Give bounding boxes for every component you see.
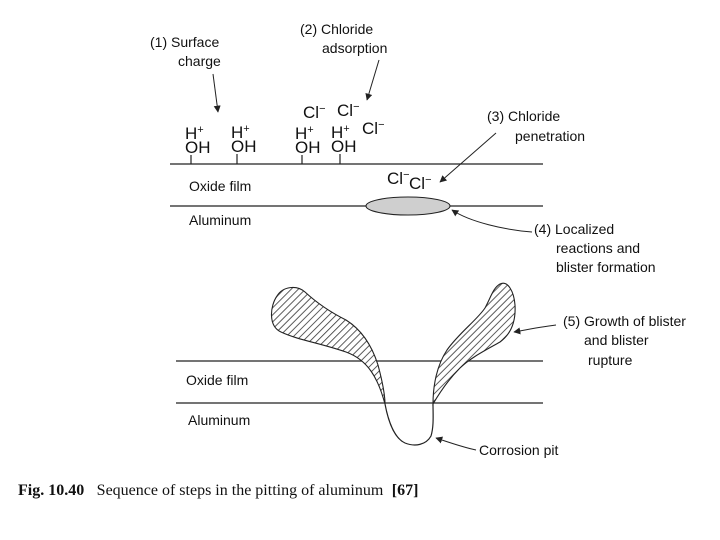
- chloride-ion: Cl−: [409, 174, 432, 193]
- step4-label-line3: blister formation: [556, 259, 656, 275]
- step1-label-line2: charge: [178, 53, 221, 69]
- ion-group-1: H+ OH: [185, 124, 211, 164]
- step4-arrow: [452, 210, 532, 232]
- svg-text:OH: OH: [331, 137, 357, 156]
- blister: [366, 197, 450, 215]
- ion-group-4: H+ OH: [331, 123, 357, 164]
- svg-text:OH: OH: [185, 138, 211, 157]
- corrosion-pit-arrow: [436, 438, 476, 450]
- aluminum-label: Aluminum: [189, 212, 251, 228]
- blister-right-lobe: [433, 283, 515, 404]
- step1-label-line1: (1) Surface: [150, 34, 219, 50]
- corrosion-pit-outline: [385, 404, 433, 445]
- step5-label-line2: and blister: [584, 332, 649, 348]
- svg-text:OH: OH: [231, 137, 257, 156]
- corrosion-pit-label: Corrosion pit: [479, 442, 558, 458]
- step5-arrow: [514, 325, 556, 332]
- chloride-ion: Cl−: [337, 101, 360, 120]
- step3-label-line2: penetration: [515, 128, 585, 144]
- oxide-film-label: Oxide film: [189, 178, 251, 194]
- figure-caption: Fig. 10.40 Sequence of steps in the pitt…: [18, 482, 418, 499]
- ion-group-3: H+ OH: [295, 124, 321, 164]
- caption-text: Sequence of steps in the pitting of alum…: [97, 482, 384, 499]
- blister-left-lobe: [271, 287, 385, 404]
- svg-text:OH: OH: [295, 138, 321, 157]
- step3-label-line1: (3) Chloride: [487, 108, 560, 124]
- step4-label-line2: reactions and: [556, 240, 640, 256]
- chloride-ion: Cl−: [362, 119, 385, 138]
- caption-ref: [67]: [392, 482, 419, 499]
- step2-arrow: [367, 60, 379, 100]
- oxide-film-label-2: Oxide film: [186, 372, 248, 388]
- ion-group-2: H+ OH: [231, 123, 257, 164]
- chloride-ion: Cl−: [303, 103, 326, 122]
- step3-arrow: [440, 133, 496, 182]
- step2-label-line2: adsorption: [322, 40, 387, 56]
- chloride-ion: Cl−: [387, 169, 410, 188]
- step1-arrow: [213, 74, 218, 112]
- step5-label-line3: rupture: [588, 352, 633, 368]
- step2-label-line1: (2) Chloride: [300, 21, 373, 37]
- step5-label-line1: (5) Growth of blister: [563, 313, 686, 329]
- step4-label-line1: (4) Localized: [534, 221, 614, 237]
- aluminum-label-2: Aluminum: [188, 412, 250, 428]
- caption-number: Fig. 10.40: [18, 482, 84, 499]
